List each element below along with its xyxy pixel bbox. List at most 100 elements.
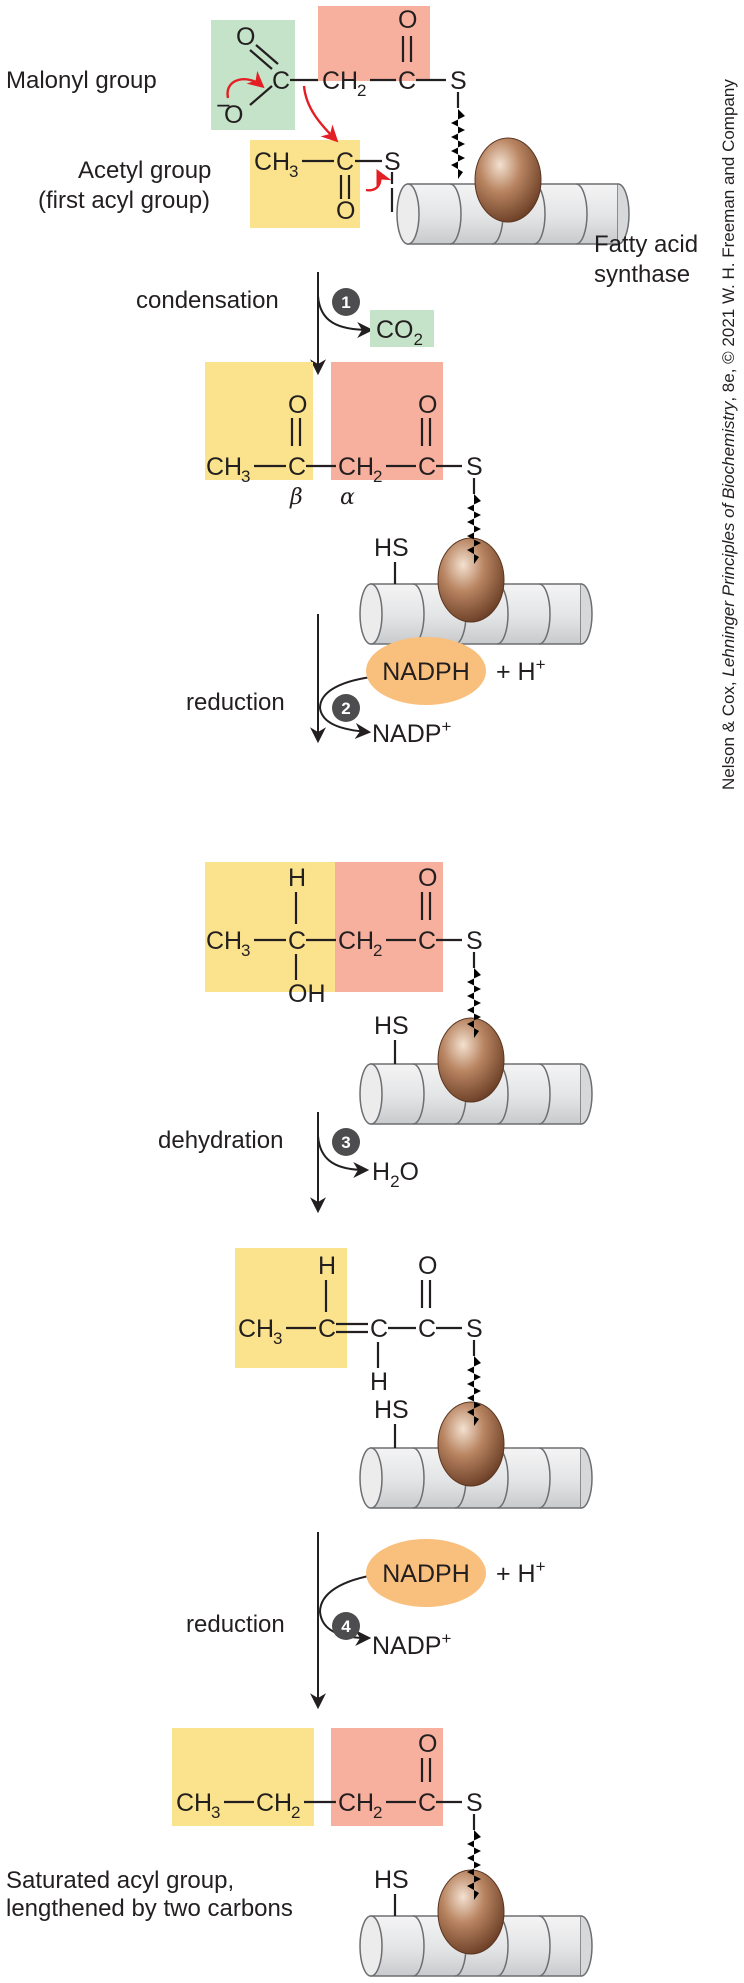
first-acyl-group-label: (first acyl group) <box>38 187 210 214</box>
atom: O <box>418 1252 437 1280</box>
curved-arrow <box>365 168 392 192</box>
proton-label: + H+ <box>496 655 546 686</box>
atom: O <box>418 1730 437 1758</box>
step-name: reduction <box>186 689 285 716</box>
atom: C <box>418 927 436 955</box>
co2-product: CO2 <box>376 316 423 349</box>
saturated-acyl-label: Saturated acyl group, <box>6 1867 234 1894</box>
atom: O <box>398 6 417 34</box>
step-name: condensation <box>136 287 279 314</box>
co2-highlight <box>370 310 434 347</box>
subscript: 3 <box>273 1329 282 1348</box>
atom: C <box>418 1789 436 1817</box>
step-3-dehydration: dehydration 3 H2O <box>158 1112 419 1214</box>
acetyl-highlight <box>172 1728 314 1826</box>
malonyl-group-label: Malonyl group <box>6 67 157 94</box>
subscript: 2 <box>373 1803 382 1822</box>
atom: C <box>288 927 306 955</box>
thiol-group: HS <box>374 1866 409 1894</box>
atom: H <box>370 1368 388 1396</box>
atom: C <box>398 67 416 95</box>
step-number: 3 <box>341 1133 350 1152</box>
alpha-label: α <box>340 485 355 510</box>
panel-enoyl: H CH 3 C C H C O S HS <box>235 1248 593 1509</box>
panel-saturated: CH 3 CH 2 CH 2 C O S HS Saturated acyl g… <box>6 1728 593 1977</box>
fatty-acid-synthase-label: synthase <box>594 261 690 288</box>
atom: CH <box>338 453 374 481</box>
credit-line: Nelson & Cox, Lehninger Principles of Bi… <box>719 79 738 790</box>
atom: OH <box>288 980 326 1008</box>
atom: S <box>466 1789 483 1817</box>
proton-label: + H+ <box>496 1557 546 1588</box>
malonyl-highlight <box>335 862 443 992</box>
step-4-reduction: reduction 4 NADPH + H+ NADP+ <box>186 1532 546 1710</box>
acetyl-highlight <box>205 862 335 992</box>
atom: O <box>288 391 307 419</box>
atom: O <box>224 101 243 129</box>
subscript: 3 <box>241 941 250 960</box>
step-badge <box>332 694 360 722</box>
atom: CH <box>254 148 290 176</box>
beta-label: β <box>289 485 303 510</box>
acetyl-highlight <box>235 1248 347 1368</box>
fatty-acid-synthase-label: Fatty acid <box>594 231 698 258</box>
saturated-acyl-label: lengthened by two carbons <box>6 1895 293 1922</box>
step-name: reduction <box>186 1611 285 1638</box>
atom: S <box>466 927 483 955</box>
fatty-acid-synthase <box>396 137 630 245</box>
atom: C <box>418 1315 436 1343</box>
subscript: 3 <box>211 1803 220 1822</box>
atom: C <box>370 1315 388 1343</box>
nadph-cofactor <box>366 1539 486 1607</box>
subscript: 2 <box>373 467 382 486</box>
step-2-reduction: reduction 2 NADPH + H+ NADP+ <box>186 614 546 748</box>
atom: O <box>236 23 255 51</box>
atom: C <box>336 148 354 176</box>
atom: H <box>288 864 306 892</box>
atom: CH <box>206 927 242 955</box>
thiol-group: HS <box>374 1012 409 1040</box>
atom: O <box>418 391 437 419</box>
step-badge <box>332 1128 360 1156</box>
acp-arm <box>451 109 465 179</box>
step-number: 4 <box>341 1617 351 1636</box>
curved-arrow <box>302 85 339 143</box>
step-1-condensation: condensation 1 CO2 <box>136 272 434 376</box>
atom: C <box>418 453 436 481</box>
atom: CH <box>176 1789 212 1817</box>
atom: S <box>384 148 401 176</box>
subscript: 3 <box>241 467 250 486</box>
atom: O <box>418 864 437 892</box>
malonyl-highlight <box>331 1728 443 1826</box>
charge: − <box>216 92 231 120</box>
atom: C <box>272 67 290 95</box>
thiol-group: HS <box>374 1396 409 1424</box>
water-product: H2O <box>372 1158 419 1191</box>
acetyl-group-label: Acetyl group <box>78 157 211 184</box>
atom: CH <box>322 67 358 95</box>
subscript: 2 <box>373 941 382 960</box>
atom: CH <box>206 453 242 481</box>
subscript: 3 <box>289 162 298 181</box>
atom: CH <box>238 1315 274 1343</box>
acetyl-highlight <box>205 362 313 480</box>
atom: CH <box>338 927 374 955</box>
atom: S <box>466 1315 483 1343</box>
nadp-product: NADP+ <box>372 717 451 748</box>
step-number: 2 <box>341 699 350 718</box>
thiol-group: HS <box>374 534 409 562</box>
nadph-label: NADPH <box>382 658 470 686</box>
atom: H <box>318 1252 336 1280</box>
atom: CH <box>256 1789 292 1817</box>
atom: S <box>450 67 467 95</box>
panel-ketoacyl: CH 3 C O β CH 2 α C O S HS <box>205 362 593 645</box>
subscript: 2 <box>291 1803 300 1822</box>
step-badge <box>332 1612 360 1640</box>
atom: C <box>288 453 306 481</box>
step-number: 1 <box>341 293 350 312</box>
atom: C <box>318 1315 336 1343</box>
nadph-label: NADPH <box>382 1560 470 1588</box>
nadph-cofactor <box>366 637 486 705</box>
malonyl-highlight <box>331 362 443 480</box>
